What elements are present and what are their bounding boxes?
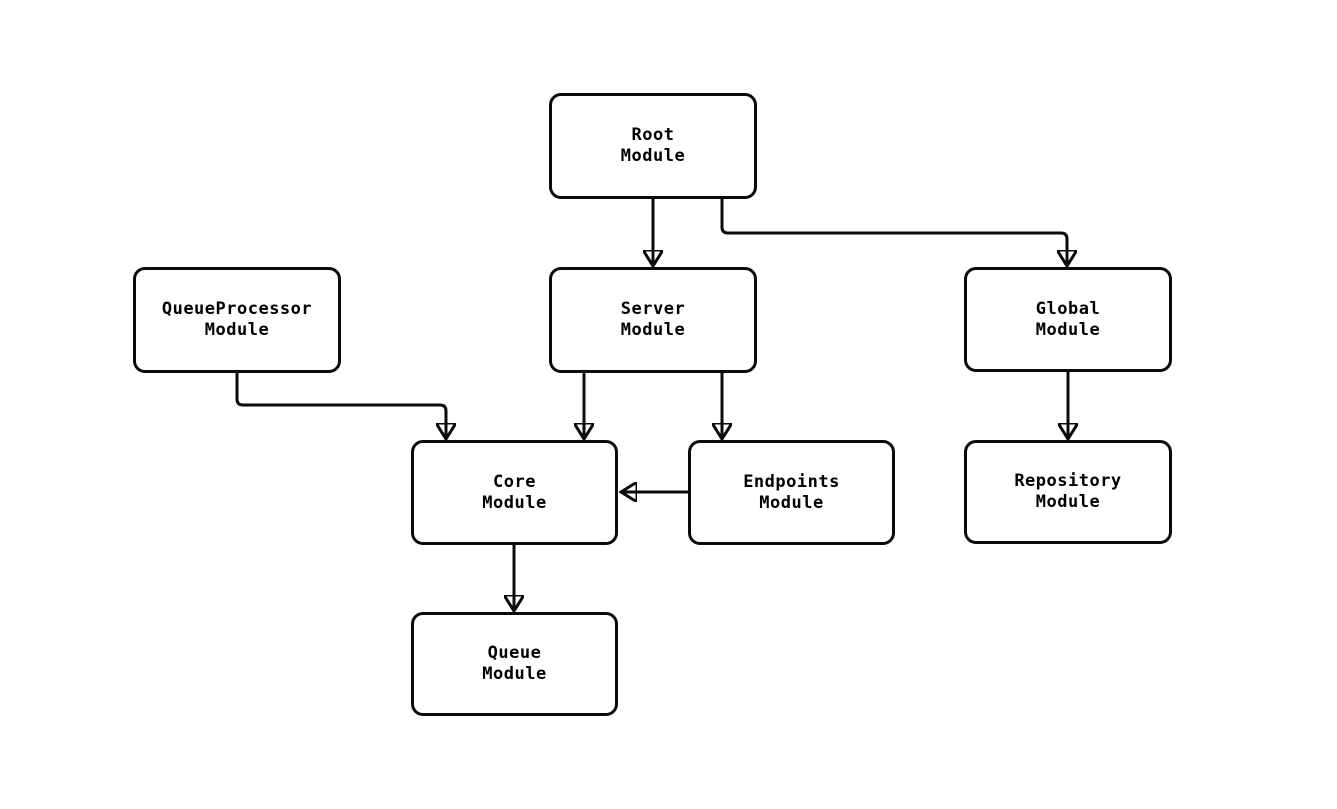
node-queue-module: Queue Module (411, 612, 618, 716)
node-server-module-label: Server Module (620, 299, 686, 340)
edge-queueprocessor-to-core (235, 373, 446, 438)
node-root-module-label: Root Module (620, 125, 686, 166)
node-queue-module-label: Queue Module (482, 643, 547, 684)
node-repository-module: Repository Module (964, 440, 1172, 544)
node-queueprocessor-module-label: QueueProcessor Module (161, 299, 313, 340)
node-root-module: Root Module (549, 93, 757, 199)
node-global-module: Global Module (964, 267, 1172, 372)
node-server-module: Server Module (549, 267, 757, 373)
node-global-module-label: Global Module (1035, 298, 1101, 340)
node-endpoints-module-label: Endpoints Module (743, 471, 840, 513)
node-core-module-label: Core Module (482, 471, 547, 513)
node-queueprocessor-module: QueueProcessor Module (133, 267, 341, 373)
node-repository-module-label: Repository Module (1014, 471, 1122, 512)
node-endpoints-module: Endpoints Module (688, 440, 895, 545)
node-core-module: Core Module (411, 440, 618, 545)
edge-root-to-global (720, 199, 1067, 265)
